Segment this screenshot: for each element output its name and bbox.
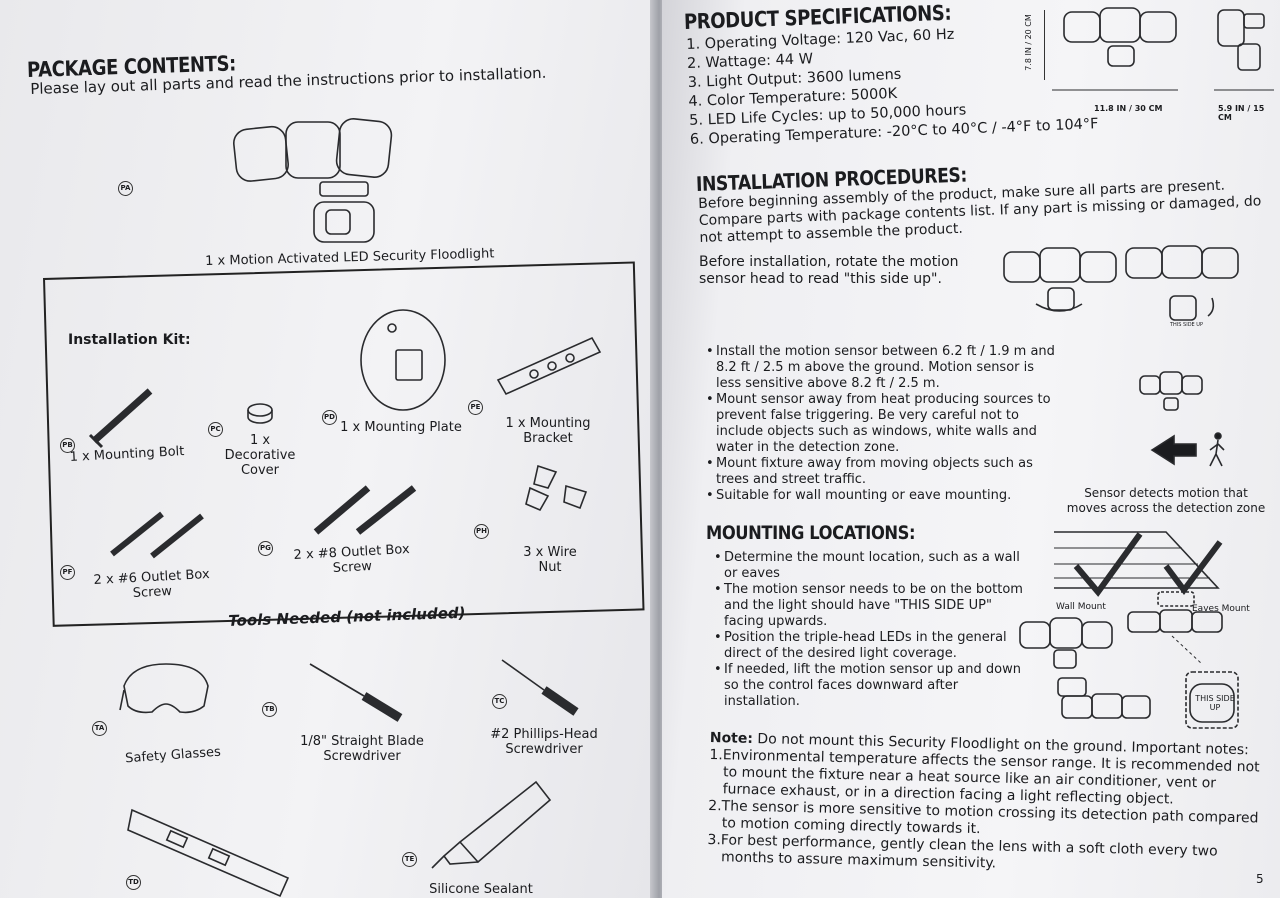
kit-label-pe: 1 x Mounting Bracket [505, 416, 591, 446]
install-bullet: Mount fixture away from moving objects s… [706, 456, 1060, 488]
floodlight-tag: PA [118, 181, 133, 196]
floodlight-illustration [233, 118, 393, 243]
eaves-mount-label: Eaves Mount [1192, 604, 1250, 614]
mounting-bullet: Position the triple-head LEDs in the gen… [714, 630, 1024, 662]
install-bullet: Suitable for wall mounting or eave mount… [706, 488, 1060, 504]
phillips-head-screwdriver-icon [501, 659, 579, 716]
mounting-bullet: The motion sensor needs to be on the bot… [714, 582, 1024, 630]
page-number: 5 [1256, 872, 1264, 886]
kit-label-pd: 1 x Mounting Plate [340, 420, 462, 435]
mounting-bullets: Determine the mount location, such as a … [710, 550, 1024, 710]
note-label: Note: [709, 730, 754, 747]
decorative-cover-icon [247, 403, 273, 424]
tool-tag-tc: TC [492, 694, 507, 709]
tool-tag-te: TE [402, 852, 417, 867]
mounting-plate-icon [360, 309, 446, 411]
mounting-locations-title: MOUNTING LOCATIONS: [706, 522, 916, 544]
kit-tag-pd: PD [322, 410, 337, 425]
level-tool-icon [127, 808, 290, 898]
kit-tag-pc: PC [208, 422, 223, 437]
kit-label-ph: 3 x Wire Nut [523, 545, 577, 575]
wall-mount-label: Wall Mount [1056, 602, 1106, 612]
tool-label-tc: #2 Phillips-Head Screwdriver [490, 727, 598, 757]
kit-tag-pg: PG [258, 541, 273, 556]
outlet-box-screw-8-icon [313, 485, 417, 535]
rotate-sensor-instruction: Before installation, rotate the motion s… [699, 254, 959, 287]
tool-tag-tb: TB [262, 702, 277, 717]
rotate-this-side-up-label: THIS SIDE UP [1170, 322, 1203, 328]
sensor-caption: Sensor detects motion that moves across … [1066, 486, 1266, 515]
tool-tag-ta: TA [92, 721, 107, 736]
wire-nut-icon [525, 464, 588, 512]
kit-tag-pf: PF [60, 565, 75, 580]
mounting-bullet: If needed, lift the motion sensor up and… [714, 662, 1024, 710]
outlet-box-screw-6-icon [110, 511, 204, 559]
kit-label-pg: 2 x #8 Outlet Box Screw [293, 541, 410, 577]
install-bullet: Mount sensor away from heat producing so… [706, 392, 1060, 456]
dimension-front-illustration [1052, 7, 1178, 91]
mounting-bracket-icon [496, 336, 602, 396]
installation-bullets: Install the motion sensor between 6.2 ft… [702, 344, 1060, 504]
kit-tag-pe: PE [468, 400, 483, 415]
kit-label-pc: 1 x Decorative Cover [224, 433, 296, 478]
installation-kit-title: Installation Kit: [68, 332, 191, 348]
mounting-locations-illustration [1019, 531, 1239, 729]
height-dim-line [1030, 10, 1045, 80]
dimension-side-illustration [1214, 9, 1274, 91]
motion-detection-illustration [1139, 371, 1225, 467]
tool-label-te: Silicone Sealant [429, 882, 533, 897]
rotate-sensor-illustration [1003, 245, 1239, 321]
mounting-bolt-icon [88, 388, 153, 449]
mounting-this-side-up-label: THIS SIDE UP [1195, 694, 1235, 712]
tool-label-ta: Safety Glasses [124, 744, 222, 767]
right-page: PRODUCT SPECIFICATIONS: 1. Operating Vol… [662, 0, 1280, 898]
dim-depth-label: 5.9 IN / 15 CM [1218, 104, 1265, 122]
dim-width-label: 11.8 IN / 30 CM [1094, 104, 1163, 113]
straight-blade-screwdriver-icon [309, 663, 403, 722]
kit-tag-ph: PH [474, 524, 489, 539]
note-section: Note: Do not mount this Security Floodli… [707, 730, 1270, 879]
safety-glasses-icon [119, 663, 209, 714]
kit-tag-pb: PB [60, 438, 75, 453]
silicone-sealant-icon [431, 780, 552, 869]
left-page: PACKAGE CONTENTS: Please lay out all par… [0, 0, 655, 898]
tool-tag-td: TD [126, 875, 141, 890]
dim-height-label: 7.8 IN / 20 CM [1023, 14, 1033, 71]
kit-label-pf: 2 x #6 Outlet Box Screw [93, 566, 210, 602]
mounting-bullet: Determine the mount location, such as a … [714, 550, 1024, 582]
tool-label-tb: 1/8" Straight Blade Screwdriver [300, 734, 424, 764]
install-bullet: Install the motion sensor between 6.2 ft… [706, 344, 1060, 392]
